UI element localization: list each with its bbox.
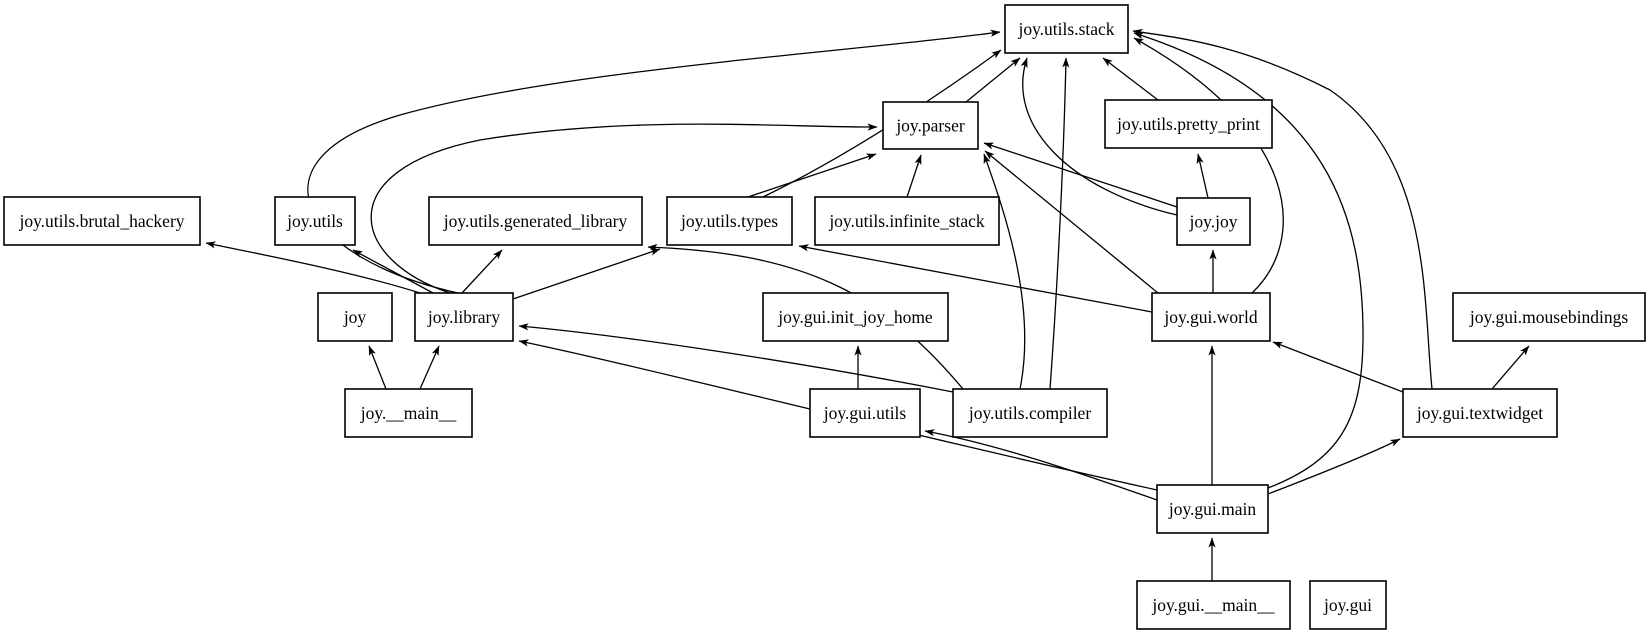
node-label-joy-library: joy.library (427, 307, 500, 327)
node-joy-utils-stack: joy.utils.stack (1004, 4, 1129, 54)
node-box-joy-gui-world (1151, 292, 1271, 342)
node-joy-gui-mousebindings: joy.gui.mousebindings (1452, 292, 1646, 342)
node-joy-gui: joy.gui (1309, 580, 1387, 630)
edge-joy-gui-textwidget--joy-gui-mousebindings (1491, 345, 1530, 390)
node-joy-utils-generated-library: joy.utils.generated_library (428, 196, 643, 246)
edge-joy-joy--joy-utils-pretty-print (1196, 153, 1209, 199)
edge-joy-gui-main--joy-utils-stack (1133, 32, 1364, 489)
node-box-joy-gui-utils (809, 388, 921, 438)
node-box-joy-utils-types (666, 196, 793, 246)
node-box-joy-main (344, 388, 473, 438)
node-joy-gui-main-main: joy.gui.__main__ (1136, 580, 1291, 630)
edge-joy-library--joy-utils-types (512, 248, 661, 300)
edge-joy-gui-main--joy-gui-utils (924, 429, 1158, 501)
edge-joy-main--joy (368, 345, 387, 390)
node-box-joy-gui-main-main (1136, 580, 1291, 630)
node-joy-utils-infinite-stack: joy.utils.infinite_stack (814, 196, 1000, 246)
node-joy-parser: joy.parser (882, 101, 979, 150)
node-joy-gui-textwidget: joy.gui.textwidget (1402, 388, 1558, 438)
nodes-layer: joy.utils.stack joy.parser joy.utils.prett… (3, 4, 1646, 630)
node-joy-joy: joy.joy (1176, 197, 1251, 246)
edge-joy-utils-pretty-print--joy-utils-stack (1102, 57, 1159, 101)
edge-joy-library--joy-utils-brutal-hackery (205, 241, 421, 294)
edge-joy-gui-world--joy-parser (984, 150, 1159, 294)
node-box-joy-utils-compiler (952, 388, 1108, 438)
node-joy-utils-types: joy.utils.types (666, 196, 793, 246)
node-box-joy-gui-main (1156, 484, 1269, 534)
node-box-joy-utils-pretty-print (1104, 99, 1273, 149)
node-label-joy-gui-textwidget: joy.gui.textwidget (1416, 403, 1543, 423)
node-label-joy-gui-world: joy.gui.world (1163, 307, 1257, 327)
node-label-joy-utils-stack: joy.utils.stack (1017, 19, 1114, 39)
node-box-joy-utils-infinite-stack (814, 196, 1000, 246)
node-label-joy-gui-utils: joy.gui.utils (823, 403, 907, 423)
edge-joy-main--joy-library (419, 345, 440, 390)
node-box-joy-gui-mousebindings (1452, 292, 1646, 342)
node-label-joy-utils: joy.utils (286, 211, 343, 231)
edge-joy-joy--joy-utils-stack (1020, 57, 1178, 216)
edge-joy-library--joy-utils (352, 249, 434, 294)
edge-joy-gui-world--joy-utils-types (798, 244, 1153, 313)
node-box-joy-utils (274, 196, 356, 246)
node-label-joy-joy: joy.joy (1189, 212, 1238, 232)
node-box-joy-gui (1309, 580, 1387, 630)
node-label-joy-parser: joy.parser (895, 116, 965, 136)
node-box-joy-parser (882, 101, 979, 150)
node-label-joy-utils-pretty-print: joy.utils.pretty_print (1116, 114, 1260, 134)
edge-joy-utils-compiler--joy-library (518, 323, 954, 393)
edge-joy-gui-main--joy-gui-textwidget (1267, 438, 1401, 495)
edge-joy-gui-main--joy-library (518, 339, 1158, 491)
node-joy-gui-utils: joy.gui.utils (809, 388, 921, 438)
edge-joy-utils-compiler--joy-utils-stack (1049, 57, 1070, 390)
edge-joy-utils-types--joy-parser (747, 153, 877, 198)
node-label-joy-gui-main-main: joy.gui.__main__ (1151, 595, 1275, 615)
edges-layer (205, 28, 1530, 581)
node-box-joy-joy (1176, 197, 1251, 246)
node-box-joy-library (414, 292, 514, 342)
node-joy-gui-main: joy.gui.main (1156, 484, 1269, 534)
edge-joy-gui-textwidget--joy-utils-stack (1132, 28, 1433, 390)
node-joy-gui-world: joy.gui.world (1151, 292, 1271, 342)
node-label-joy-utils-generated-library: joy.utils.generated_library (443, 211, 628, 231)
node-box-joy (317, 292, 393, 342)
edge-joy-parser--joy-utils-stack (965, 57, 1021, 103)
edge-joy-utils-compiler--joy-utils-generated-library (647, 243, 964, 390)
node-label-joy-utils-infinite-stack: joy.utils.infinite_stack (828, 211, 985, 231)
node-box-joy-utils-generated-library (428, 196, 643, 246)
node-label-joy-utils-types: joy.utils.types (680, 211, 778, 231)
node-box-joy-gui-init-joy-home (762, 292, 949, 342)
node-joy-utils-pretty-print: joy.utils.pretty_print (1104, 99, 1273, 149)
edge-joy-gui-world--joy-utils-stack (1133, 37, 1284, 294)
node-joy-library: joy.library (414, 292, 514, 342)
edge-joy-library--joy-utils-generated-library (461, 249, 503, 294)
edge-joy-utils-infinite-stack--joy-parser (906, 154, 922, 198)
node-label-joy-utils-compiler: joy.utils.compiler (968, 403, 1091, 423)
node-label-joy-gui-init-joy-home: joy.gui.init_joy_home (777, 307, 933, 327)
node-label-joy: joy (343, 307, 367, 327)
node-joy-utils: joy.utils (274, 196, 356, 246)
node-joy-utils-brutal-hackery: joy.utils.brutal_hackery (3, 196, 201, 246)
edge-joy-gui-textwidget--joy-gui-world (1272, 341, 1404, 393)
node-label-joy-gui-mousebindings: joy.gui.mousebindings (1469, 307, 1629, 327)
node-joy-gui-init-joy-home: joy.gui.init_joy_home (762, 292, 949, 342)
node-box-joy-utils-brutal-hackery (3, 196, 201, 246)
node-label-joy-main: joy.__main__ (360, 403, 457, 423)
node-joy-main: joy.__main__ (344, 388, 473, 438)
node-joy: joy (317, 292, 393, 342)
node-box-joy-gui-textwidget (1402, 388, 1558, 438)
node-label-joy-gui: joy.gui (1323, 595, 1372, 615)
node-joy-utils-compiler: joy.utils.compiler (952, 388, 1108, 438)
edge-joy-utils-compiler--joy-parser (983, 153, 1026, 390)
node-label-joy-gui-main: joy.gui.main (1168, 499, 1257, 519)
edge-joy-library--joy-parser (370, 123, 878, 294)
node-box-joy-utils-stack (1004, 4, 1129, 54)
node-label-joy-utils-brutal-hackery: joy.utils.brutal_hackery (18, 211, 184, 231)
